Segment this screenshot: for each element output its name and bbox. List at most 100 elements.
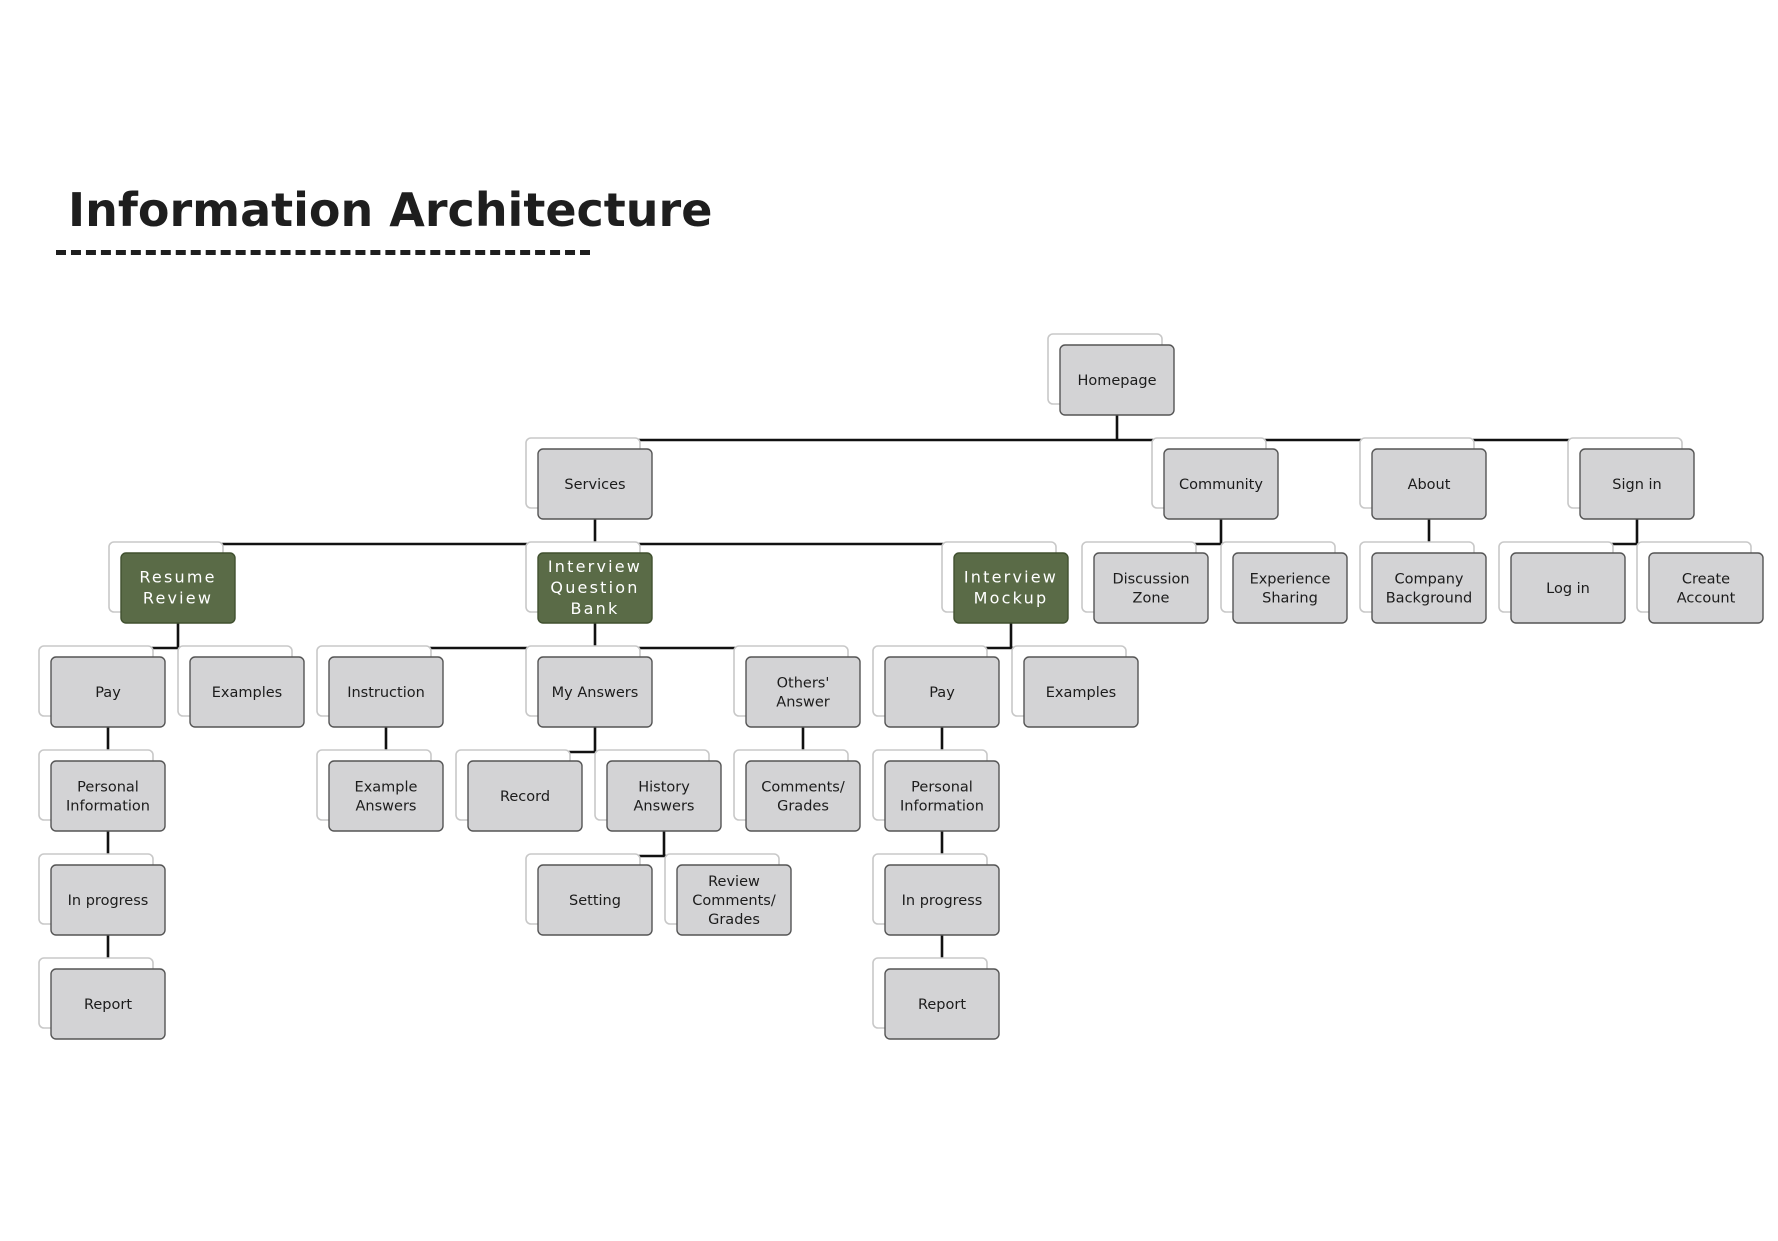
node-box [884, 968, 1000, 1040]
node-box [50, 968, 166, 1040]
node-box [1023, 656, 1139, 728]
node-label: Setting [569, 893, 621, 909]
node-box [884, 864, 1000, 936]
node-rr-in-progress: In progress [38, 853, 166, 936]
node-box [953, 552, 1069, 624]
node-label: Community [1179, 477, 1263, 493]
node-box [120, 552, 236, 624]
node-box [1579, 448, 1695, 520]
node-label: My Answers [552, 685, 639, 701]
node-box [884, 760, 1000, 832]
node-box [50, 656, 166, 728]
node-box [676, 864, 792, 936]
node-iqb-record: Record [455, 749, 583, 832]
node-box [1163, 448, 1279, 520]
node-label: In progress [902, 893, 983, 909]
node-iqb-comments-grades: Comments/Grades [733, 749, 861, 832]
node-box [1648, 552, 1764, 624]
sign-in-connector [1566, 517, 1708, 555]
node-box [884, 656, 1000, 728]
node-iqb-others-answer: Others'Answer [733, 645, 861, 728]
node-label: Pay [95, 685, 121, 701]
node-log-in: Log in [1498, 541, 1626, 624]
node-label: Instruction [347, 685, 425, 701]
node-community: Community [1151, 437, 1279, 520]
node-services: Services [525, 437, 653, 520]
homepage-connector [593, 413, 1639, 451]
node-box [1371, 448, 1487, 520]
node-im-pay: Pay [872, 645, 1000, 728]
node-homepage: Homepage [1047, 333, 1175, 416]
node-label: Log in [1546, 581, 1590, 597]
title-dashed-underline [56, 250, 590, 255]
node-box [1059, 344, 1175, 416]
page-title: Information Architecture [68, 183, 713, 237]
node-box [328, 760, 444, 832]
node-box [745, 760, 861, 832]
node-label: Examples [212, 685, 282, 701]
interview-mockup-connector [940, 621, 1083, 659]
node-im-in-progress: In progress [872, 853, 1000, 936]
node-label: Report [84, 997, 132, 1013]
node-label: Homepage [1077, 373, 1156, 389]
node-im-report: Report [872, 957, 1000, 1040]
node-iqb-instruction: Instruction [316, 645, 444, 728]
node-box [467, 760, 583, 832]
node-label: Services [564, 477, 625, 493]
node-box [537, 552, 653, 624]
node-rr-report: Report [38, 957, 166, 1040]
node-label: Examples [1046, 685, 1116, 701]
node-label: Record [500, 789, 550, 805]
node-label: Pay [929, 685, 955, 701]
node-box [537, 864, 653, 936]
node-label: Sign in [1612, 477, 1661, 493]
node-box [1093, 552, 1209, 624]
node-box [1232, 552, 1348, 624]
iqb-my-answers-connector [523, 725, 666, 763]
node-label: In progress [68, 893, 149, 909]
node-label: Report [918, 997, 966, 1013]
resume-review-connector [106, 621, 249, 659]
iqb-history-answers-connector [593, 829, 736, 867]
node-box [745, 656, 861, 728]
node-iqb-my-answers: My Answers [525, 645, 653, 728]
node-im-examples: Examples [1011, 645, 1139, 728]
node-box [1510, 552, 1626, 624]
node-box [606, 760, 722, 832]
node-about: About [1359, 437, 1487, 520]
node-rr-examples: Examples [177, 645, 305, 728]
community-connector [1149, 517, 1292, 555]
node-box [1371, 552, 1487, 624]
node-label: About [1408, 477, 1451, 493]
node-label: Others'Answer [776, 676, 829, 711]
node-box [189, 656, 305, 728]
node-iqb-setting: Setting [525, 853, 653, 936]
node-box [50, 864, 166, 936]
node-sign-in: Sign in [1567, 437, 1695, 520]
node-box [537, 656, 653, 728]
